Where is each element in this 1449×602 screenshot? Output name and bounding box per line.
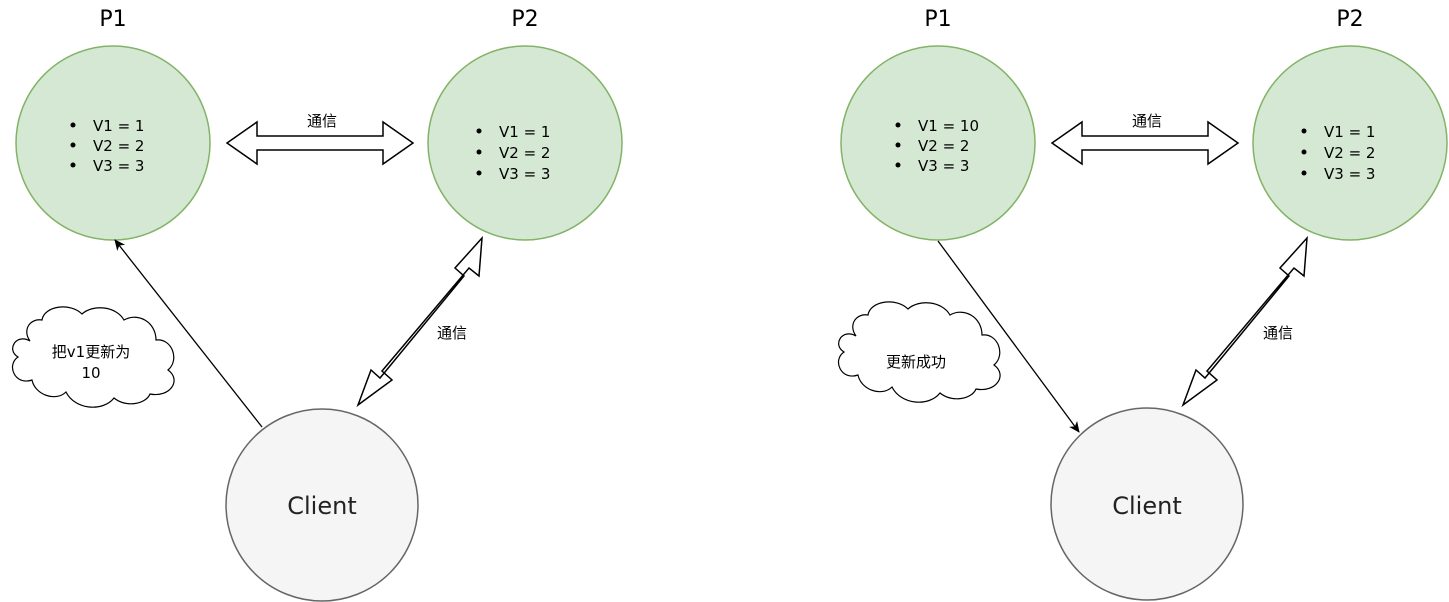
right-comm-label-top: 通信 <box>1132 112 1162 130</box>
bullet-icon <box>70 122 76 128</box>
left-cloud-shape <box>12 306 175 408</box>
bullet-icon <box>476 128 482 134</box>
bullet-icon <box>895 142 901 148</box>
left-p2-v3: V3 = 3 <box>499 165 550 183</box>
left-diagram: P1 V1 = 1 V2 = 2 V3 = 3 P2 V1 = 1 V2 = 2… <box>12 7 623 602</box>
left-comm-double-arrow <box>225 120 415 166</box>
left-p2-v1: V1 = 1 <box>499 123 550 141</box>
right-p1-v2: V2 = 2 <box>918 137 969 155</box>
bullet-icon <box>1301 128 1307 134</box>
right-cloud-line1: 更新成功 <box>886 353 946 371</box>
right-p1-values: V1 = 10 V2 = 2 V3 = 3 <box>895 117 979 175</box>
bullet-icon <box>70 142 76 148</box>
left-update-arrow <box>114 239 263 428</box>
right-comm-label-side: 通信 <box>1263 324 1293 342</box>
left-comm-label-top: 通信 <box>307 112 337 130</box>
bullet-icon <box>1301 149 1307 155</box>
right-p1-title: P1 <box>924 7 951 32</box>
left-p1-v2: V2 = 2 <box>93 137 144 155</box>
left-client-node <box>225 408 419 602</box>
bullet-icon <box>70 162 76 168</box>
right-p2-v3: V3 = 3 <box>1324 165 1375 183</box>
right-p1-v1: V1 = 10 <box>918 117 979 135</box>
bullet-icon <box>895 122 901 128</box>
left-client-label: Client <box>287 492 356 520</box>
left-comm-label-side: 通信 <box>437 324 467 342</box>
left-p1-title: P1 <box>99 7 126 32</box>
right-p1-v3: V3 = 3 <box>918 157 969 175</box>
right-comm-double-arrow <box>1050 120 1240 166</box>
left-p2-values: V1 = 1 V2 = 2 V3 = 3 <box>476 123 550 183</box>
left-client-comm-arrow <box>356 235 483 408</box>
left-p1-v3: V3 = 3 <box>93 157 144 175</box>
right-p2-title: P2 <box>1336 7 1363 32</box>
left-p1-v1: V1 = 1 <box>93 117 144 135</box>
right-client-label: Client <box>1112 492 1181 520</box>
left-cloud-line1: 把v1更新为 <box>52 343 130 361</box>
left-p2-v2: V2 = 2 <box>499 144 550 162</box>
right-response-arrow <box>937 240 1080 433</box>
bullet-icon <box>1301 170 1307 176</box>
bullet-icon <box>895 162 901 168</box>
right-p2-node <box>1252 45 1448 241</box>
left-p2-title: P2 <box>511 7 538 32</box>
right-p2-v2: V2 = 2 <box>1324 144 1375 162</box>
right-cloud-shape <box>838 301 1001 403</box>
bullet-icon <box>476 170 482 176</box>
left-cloud-line2: 10 <box>81 364 100 382</box>
right-p2-v1: V1 = 1 <box>1324 123 1375 141</box>
left-p1-node <box>15 45 211 241</box>
right-client-comm-arrow <box>1181 235 1308 408</box>
right-p2-values: V1 = 1 V2 = 2 V3 = 3 <box>1301 123 1375 183</box>
right-diagram: P1 V1 = 10 V2 = 2 V3 = 3 P2 V1 = 1 V2 = … <box>838 7 1448 601</box>
left-p1-values: V1 = 1 V2 = 2 V3 = 3 <box>70 117 144 175</box>
right-p1-node <box>840 45 1036 241</box>
bullet-icon <box>476 149 482 155</box>
left-p2-node <box>427 45 623 241</box>
right-client-node <box>1050 407 1244 601</box>
